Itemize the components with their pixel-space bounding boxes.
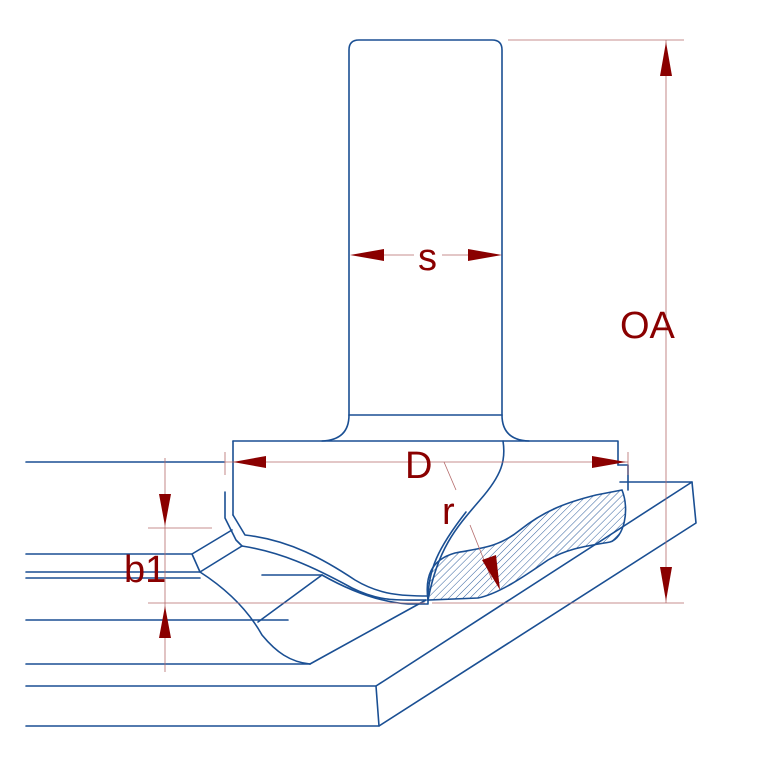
b1-arrow-bottom bbox=[159, 606, 171, 638]
oa-arrow-top bbox=[660, 42, 672, 76]
oa-arrow-bottom bbox=[660, 567, 672, 601]
label-b1: b1 bbox=[124, 549, 166, 591]
dimension-lines bbox=[148, 39, 684, 672]
label-r: r bbox=[442, 491, 455, 533]
d-arrow-right bbox=[592, 456, 626, 468]
shank bbox=[348, 39, 503, 416]
cutter-body bbox=[232, 440, 619, 466]
s-arrow-right bbox=[468, 249, 502, 261]
label-d: D bbox=[405, 445, 432, 487]
hatched-section bbox=[426, 489, 627, 601]
router-bit bbox=[224, 39, 629, 605]
b1-arrow-top bbox=[159, 494, 171, 526]
r-arrow bbox=[482, 555, 500, 590]
dimension-labels: s OA D r b1 bbox=[124, 237, 676, 591]
groove-profile bbox=[25, 529, 427, 665]
dimension-arrows bbox=[159, 42, 672, 638]
label-oa: OA bbox=[620, 305, 676, 347]
workpiece-board bbox=[25, 461, 697, 727]
d-arrow-left bbox=[233, 456, 266, 468]
label-s: s bbox=[418, 237, 437, 279]
s-arrow-left bbox=[350, 249, 384, 261]
